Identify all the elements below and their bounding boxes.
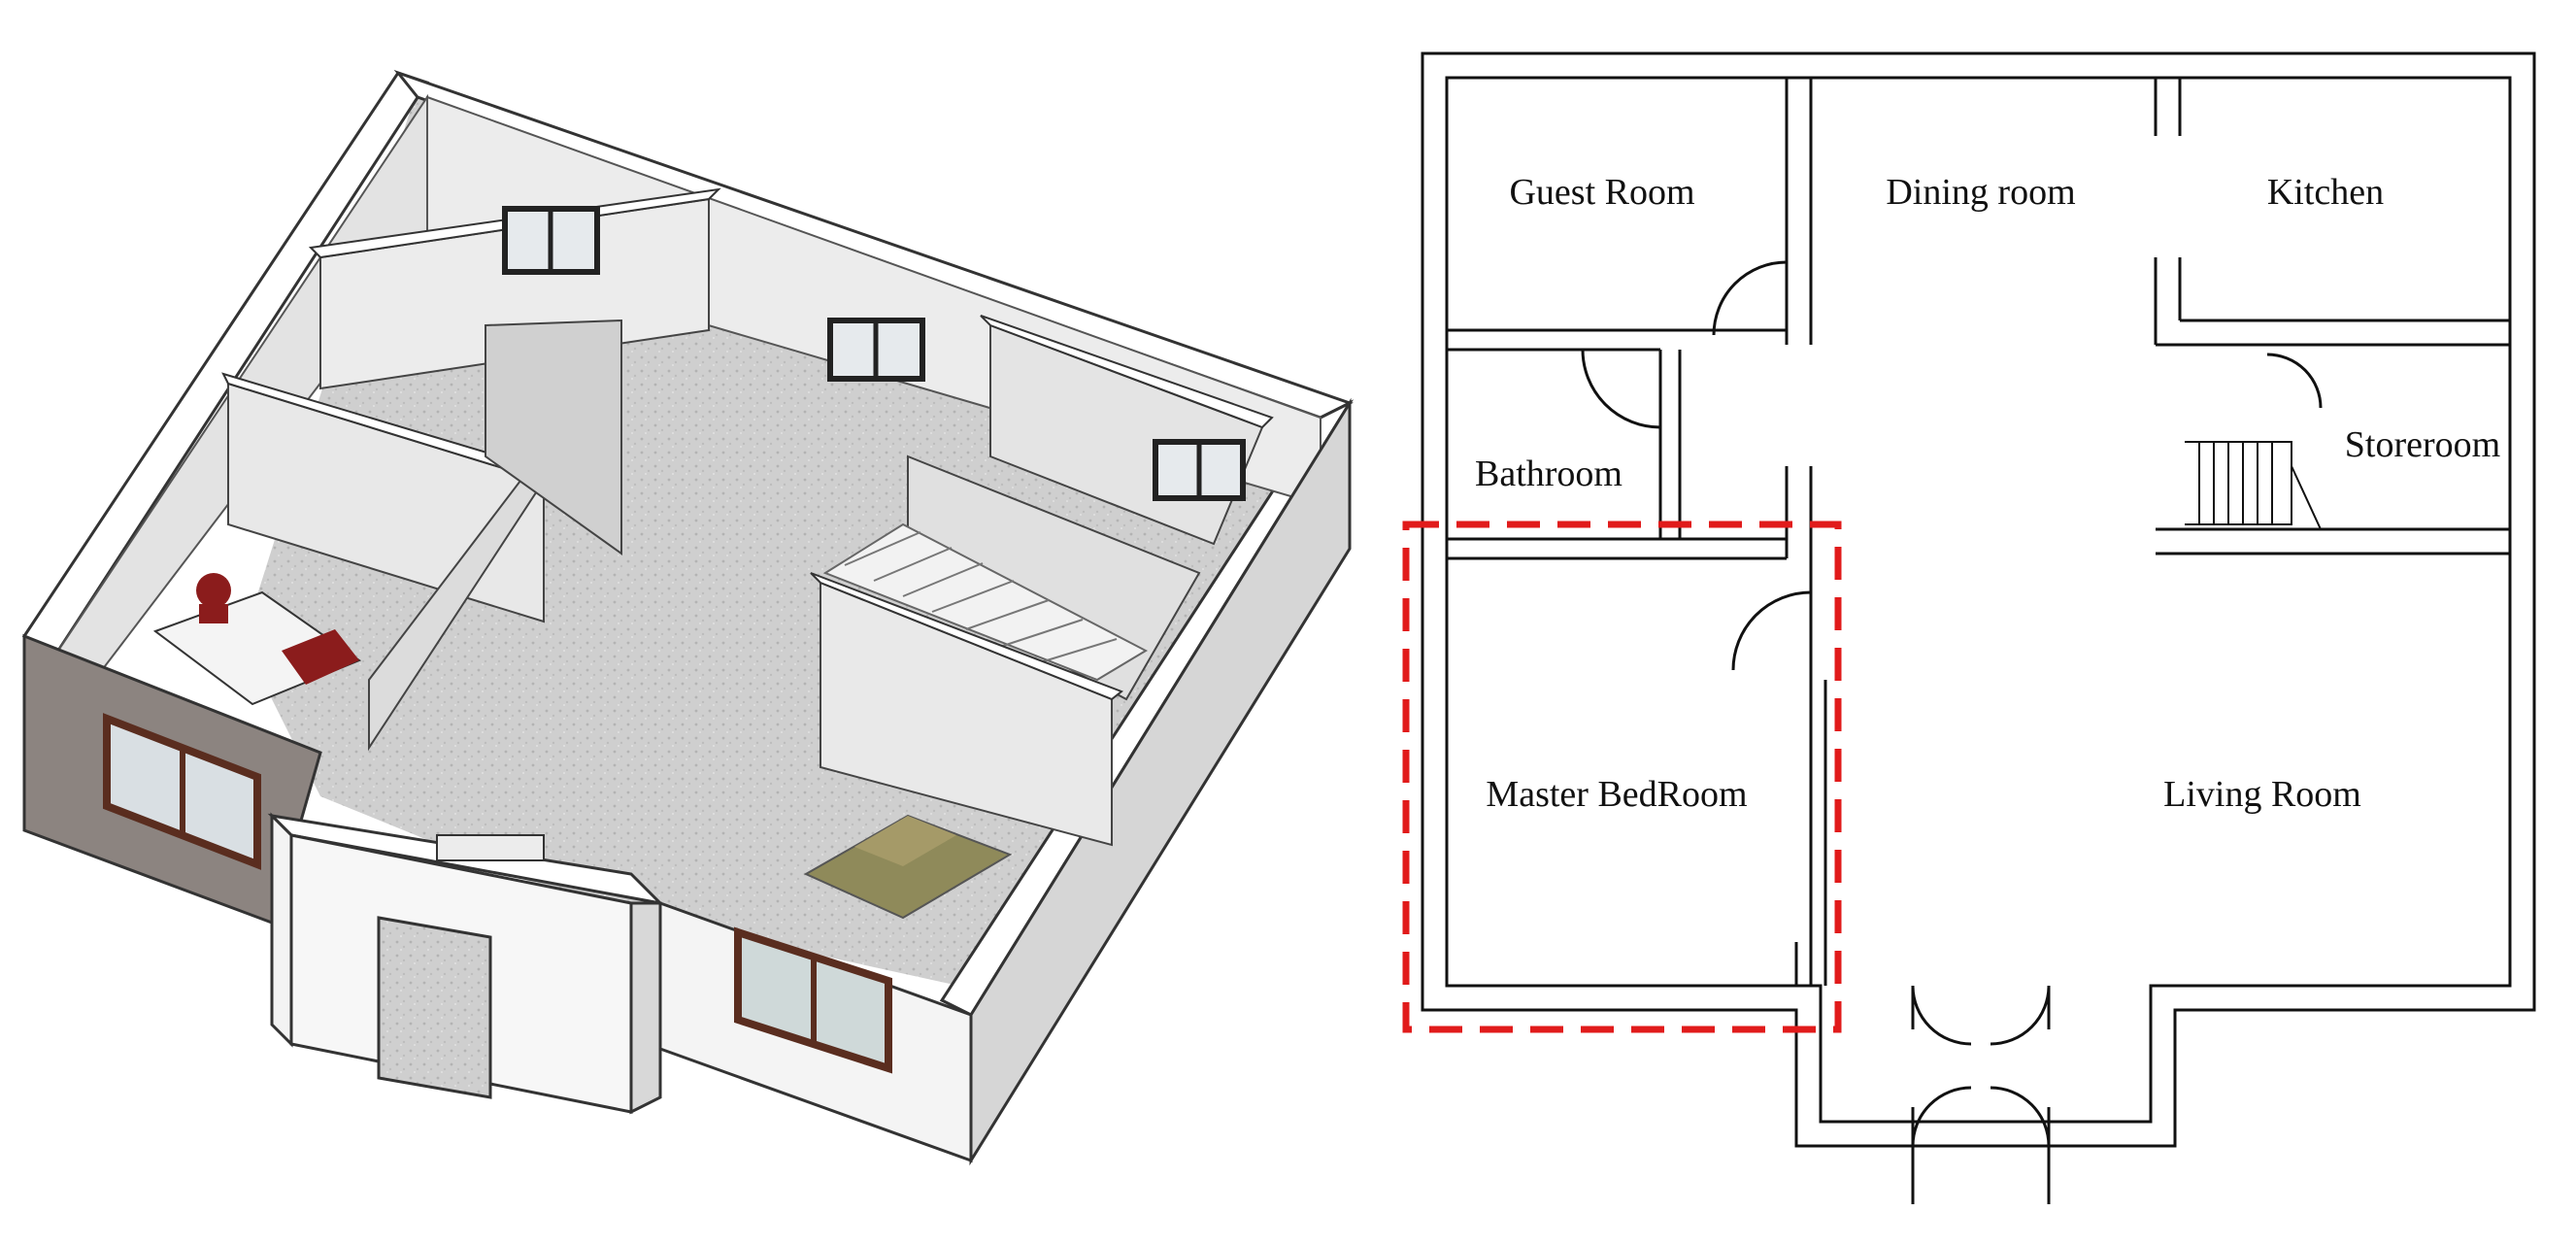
outer-wall-inner bbox=[1445, 76, 2512, 1124]
floor-plan bbox=[1421, 51, 2536, 1204]
porch-inner-window bbox=[436, 834, 545, 861]
porch-wall-left bbox=[270, 812, 293, 1048]
guest-room-door bbox=[1712, 260, 1788, 336]
entrance-door-right bbox=[1990, 985, 2051, 1046]
room-label-master-bedroom: Master BedRoom bbox=[1486, 774, 1747, 815]
floor-plan-staircase bbox=[2185, 441, 2322, 530]
room-label-storeroom: Storeroom bbox=[2345, 424, 2500, 465]
partition-bathroom-side bbox=[485, 319, 622, 555]
room-label-dining-room: Dining room bbox=[1886, 172, 2075, 213]
room-label-kitchen: Kitchen bbox=[2267, 172, 2384, 213]
porch-side-face bbox=[629, 901, 662, 1115]
master-bedroom-door bbox=[1731, 590, 1812, 671]
lamp bbox=[196, 573, 231, 608]
living-room-rug bbox=[803, 814, 1013, 920]
partition-living-room-top bbox=[810, 572, 1123, 701]
bathroom-door bbox=[1581, 349, 1661, 429]
room-label-bathroom: Bathroom bbox=[1475, 454, 1623, 494]
entrance-door-left bbox=[1911, 985, 1972, 1046]
master-bedroom-highlight bbox=[1402, 521, 1842, 1033]
storeroom-door bbox=[2266, 353, 2323, 409]
front-door-right bbox=[1990, 1086, 2051, 1147]
outer-wall bbox=[1421, 51, 2536, 1148]
partition-kitchen-top bbox=[980, 315, 1274, 429]
isometric-house-model bbox=[21, 69, 1355, 1166]
room-label-guest-room: Guest Room bbox=[1509, 172, 1694, 213]
room-label-living-room: Living Room bbox=[2163, 774, 2361, 815]
front-door bbox=[377, 916, 492, 1099]
front-door-left bbox=[1911, 1086, 1972, 1147]
bed-cover bbox=[282, 629, 359, 685]
